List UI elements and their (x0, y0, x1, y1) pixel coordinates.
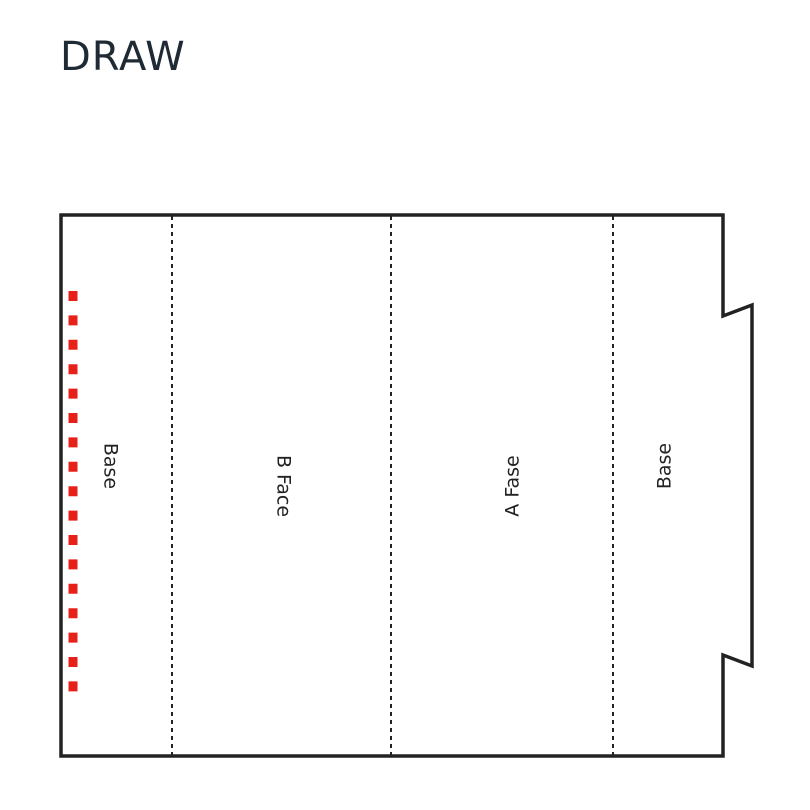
cut-outline (59, 213, 754, 758)
page-title: DRAW (60, 34, 186, 80)
panel-label-base-right: Base (654, 443, 676, 489)
panel-label-b-face: B Face (273, 455, 295, 517)
panel-label-base-left: Base (100, 443, 122, 489)
panel-label-a-fase: A Fase (502, 455, 524, 516)
